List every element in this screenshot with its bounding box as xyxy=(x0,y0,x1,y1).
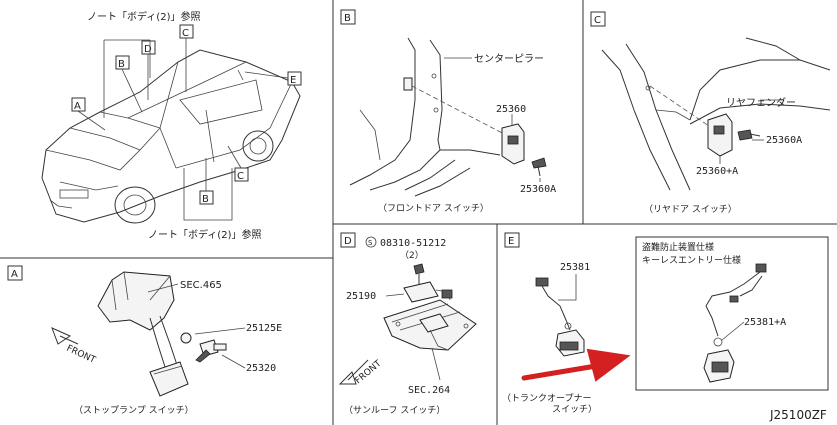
panel-d-part1: 25190 xyxy=(346,291,376,302)
panel-a-part1: 25125E xyxy=(246,323,282,334)
panel-c-part1: 25360A xyxy=(766,135,802,146)
panel-b-part1: 25360 xyxy=(496,104,526,115)
variant-title1: 盗難防止装置仕様 xyxy=(642,241,714,253)
panel-a-sec: SEC.465 xyxy=(180,280,222,291)
panel-e-caption1: （トランクオープナー xyxy=(502,393,591,404)
panel-d-screw-qty: （2） xyxy=(400,250,424,261)
callout-B-bottom: B xyxy=(199,158,214,205)
car-illustration xyxy=(41,49,301,224)
panel-d-screw-code: 08310-51212 xyxy=(380,238,446,249)
panel-b-pillar: センターピラー xyxy=(474,53,544,65)
callout-D: D xyxy=(141,40,156,100)
sunroof-bracket-illustration xyxy=(383,263,477,351)
top-ref-bracket xyxy=(103,39,151,118)
panel-a-tag: A xyxy=(11,269,18,280)
screw-symbol xyxy=(365,236,377,248)
panel-b: B センターピラー 25360 25360A （フロントドア スイッチ） xyxy=(340,9,556,214)
variant-harness xyxy=(703,263,767,383)
panel-c-part2: 25360+A xyxy=(696,166,738,177)
svg-text:S: S xyxy=(368,239,373,247)
svg-text:C: C xyxy=(182,28,189,39)
rear-fender-illustration xyxy=(601,37,831,191)
panel-a-front-arrow xyxy=(51,327,72,345)
panel-c-fender: リヤフェンダー xyxy=(726,96,796,109)
callout-A: A xyxy=(71,97,106,131)
panel-b-tag: B xyxy=(344,13,351,24)
panel-d-tag: D xyxy=(344,236,352,247)
panel-c-caption: （リヤドア スイッチ） xyxy=(644,204,737,215)
svg-text:A: A xyxy=(74,101,81,112)
panel-c-tag: C xyxy=(594,15,601,26)
panel-a-part2: 25320 xyxy=(246,363,276,374)
callout-B-top: B xyxy=(115,55,143,113)
callout-C-bottom: C xyxy=(227,145,249,182)
svg-text:E: E xyxy=(290,75,296,86)
svg-text:C: C xyxy=(237,171,244,182)
panel-a-front: FRONT xyxy=(65,344,98,366)
panel-d: D S 08310-51212 （2） 25190 SEC.264 FRONT … xyxy=(338,232,477,416)
panel-d-sec: SEC.264 xyxy=(408,385,450,396)
panel-e: E 25381 盗難防止装置仕様 キーレスエントリー仕様 25381+A （トラ… xyxy=(502,232,829,415)
door-switch-c xyxy=(707,113,761,157)
panel-e-caption2: スイッチ） xyxy=(552,404,597,415)
panel-e-part1: 25381 xyxy=(560,262,590,273)
diagram-code: J25100ZF xyxy=(769,408,827,422)
panel-a: A SEC.465 25125E 25320 FRONT （ストップランプ スイ… xyxy=(7,265,282,416)
panel-d-caption: （サンルーフ スイッチ） xyxy=(344,405,445,416)
panel-e-part1-leader xyxy=(558,274,577,301)
panel-b-caption: （フロントドア スイッチ） xyxy=(378,203,489,214)
panel-e-tag: E xyxy=(508,236,514,247)
top-ref-note: ノート「ボディ(2)」参照 xyxy=(87,10,200,23)
bottom-ref-note: ノート「ボディ(2)」参照 xyxy=(148,228,261,241)
callout-C-top: C xyxy=(179,24,194,92)
variant-title2: キーレスエントリー仕様 xyxy=(642,254,741,266)
svg-text:B: B xyxy=(202,194,209,205)
svg-text:D: D xyxy=(144,44,152,55)
brake-pedal-illustration xyxy=(97,271,227,397)
callout-E: E xyxy=(244,71,302,86)
center-pillar-illustration xyxy=(349,37,501,197)
red-arrow-head xyxy=(586,348,631,382)
trunk-switch-harness xyxy=(535,277,585,357)
panel-e-part2: 25381+A xyxy=(744,317,786,328)
svg-text:B: B xyxy=(118,59,125,70)
panel-b-part2: 25360A xyxy=(520,184,556,195)
panel-d-front-arrow xyxy=(338,371,357,385)
door-switch-b xyxy=(501,123,547,177)
panel-c: C リヤフェンダー 25360A 25360+A （リヤドア スイッチ） xyxy=(590,11,831,215)
overview-panel: ノート「ボディ(2)」参照 A xyxy=(41,10,302,241)
panel-a-caption: （ストップランプ スイッチ） xyxy=(74,405,194,416)
bottom-ref-bracket xyxy=(183,168,233,221)
panel-d-front: FRONT xyxy=(354,359,384,387)
